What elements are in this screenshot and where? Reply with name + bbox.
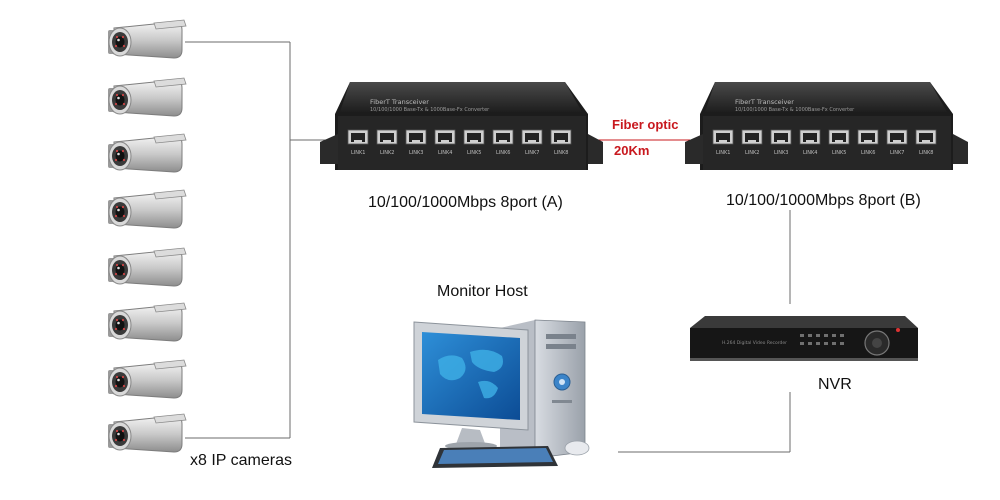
svg-text:LINK3: LINK3 bbox=[774, 150, 788, 156]
svg-text:LINK2: LINK2 bbox=[745, 150, 759, 156]
rj45-port bbox=[857, 129, 879, 145]
svg-text:LINK8: LINK8 bbox=[919, 150, 933, 156]
fiber-distance-label: 20Km bbox=[614, 143, 650, 158]
svg-text:LINK7: LINK7 bbox=[890, 150, 904, 156]
device-subtitle: 10/100/1000 Base-Tx & 1000Base-Fx Conver… bbox=[735, 107, 855, 113]
rj45-port bbox=[741, 129, 763, 145]
converter-b-caption: 10/100/1000Mbps 8port (B) bbox=[726, 192, 921, 209]
svg-text:LINK1: LINK1 bbox=[716, 150, 730, 156]
rj45-port bbox=[799, 129, 821, 145]
rj45-port bbox=[434, 129, 456, 145]
rj45-port bbox=[915, 129, 937, 145]
ip-camera-icon bbox=[107, 19, 187, 59]
svg-text:LINK6: LINK6 bbox=[496, 150, 510, 156]
ip-camera-icon bbox=[107, 413, 187, 453]
converter-a: FiberT Transceiver 10/100/1000 Base-Tx &… bbox=[320, 82, 603, 170]
svg-text:LINK7: LINK7 bbox=[525, 150, 539, 156]
ip-camera-icon bbox=[107, 302, 187, 342]
fiber-optic-label: Fiber optic bbox=[612, 117, 679, 132]
rj45-port bbox=[376, 129, 398, 145]
ip-camera-icon bbox=[107, 247, 187, 287]
device-subtitle: 10/100/1000 Base-Tx & 1000Base-Fx Conver… bbox=[370, 107, 490, 113]
device-title: FiberT Transceiver bbox=[370, 98, 429, 106]
rj45-port bbox=[405, 129, 427, 145]
device-title: FiberT Transceiver bbox=[735, 98, 794, 106]
rj45-port bbox=[550, 129, 572, 145]
rj45-port bbox=[347, 129, 369, 145]
svg-text:LINK5: LINK5 bbox=[832, 150, 846, 156]
rj45-port bbox=[521, 129, 543, 145]
ip-camera-icon bbox=[107, 77, 187, 117]
svg-text:LINK6: LINK6 bbox=[861, 150, 875, 156]
ip-camera-icon bbox=[107, 133, 187, 173]
connection-lines bbox=[185, 41, 791, 453]
rj45-port bbox=[828, 129, 850, 145]
rj45-port bbox=[492, 129, 514, 145]
svg-text:LINK1: LINK1 bbox=[351, 150, 365, 156]
converter-a-caption: 10/100/1000Mbps 8port (A) bbox=[368, 194, 563, 211]
monitor-host-caption: Monitor Host bbox=[437, 283, 528, 300]
svg-text:LINK2: LINK2 bbox=[380, 150, 394, 156]
nvr-recorder-icon: H.264 Digital Video Recorder bbox=[690, 316, 918, 361]
svg-text:LINK4: LINK4 bbox=[803, 150, 817, 156]
ip-camera-icon bbox=[107, 359, 187, 399]
svg-text:LINK3: LINK3 bbox=[409, 150, 423, 156]
svg-text:H.264 Digital Video Recorder: H.264 Digital Video Recorder bbox=[722, 340, 787, 346]
svg-text:LINK4: LINK4 bbox=[438, 150, 452, 156]
rj45-port bbox=[770, 129, 792, 145]
rj45-port bbox=[886, 129, 908, 145]
rj45-port bbox=[463, 129, 485, 145]
port-labels: LINK1 LINK2 LINK3 LINK4 LINK5 LINK6 LINK… bbox=[351, 150, 568, 156]
svg-text:LINK5: LINK5 bbox=[467, 150, 481, 156]
cameras-caption: x8 IP cameras bbox=[190, 452, 292, 469]
converter-b: FiberT Transceiver 10/100/1000 Base-Tx &… bbox=[685, 82, 968, 170]
camera-column bbox=[107, 19, 187, 453]
desktop-computer-icon bbox=[413, 319, 590, 468]
rj45-port bbox=[712, 129, 734, 145]
port-labels: LINK1 LINK2 LINK3 LINK4 LINK5 LINK6 LINK… bbox=[716, 150, 933, 156]
svg-text:LINK8: LINK8 bbox=[554, 150, 568, 156]
ip-camera-icon bbox=[107, 189, 187, 229]
nvr-caption: NVR bbox=[818, 376, 852, 393]
